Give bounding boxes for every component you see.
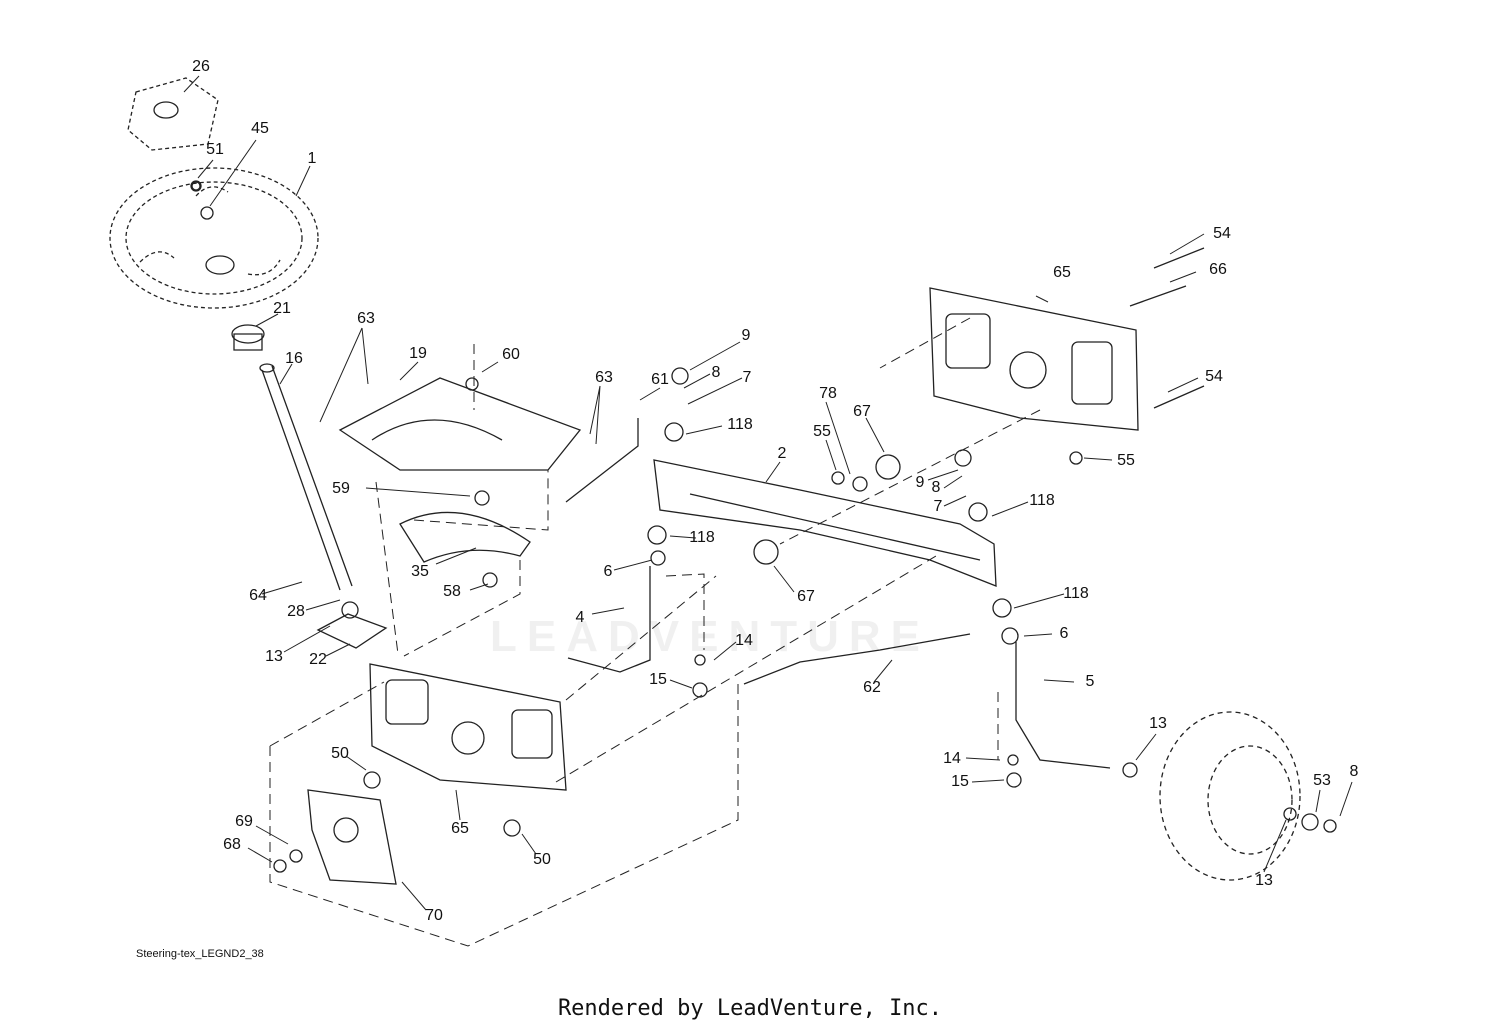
callout[interactable]: 5 [1085,673,1095,690]
callout[interactable]: 4 [575,609,585,626]
spindle-left [568,566,650,672]
cover-plate [308,790,396,884]
callout[interactable]: 28 [287,603,305,620]
callout[interactable]: 15 [951,773,969,790]
front-wheel [1160,712,1300,880]
callout[interactable]: 65 [1053,264,1071,281]
callout[interactable]: 78 [819,385,837,402]
wheel-cap [128,78,218,150]
callout[interactable]: 60 [502,346,520,363]
callout[interactable]: 66 [1209,261,1227,278]
leader-lines [184,76,1352,910]
callout[interactable]: 14 [735,632,753,649]
callout[interactable]: 13 [1255,872,1273,889]
callout[interactable]: 8 [1349,763,1359,780]
callout[interactable]: 8 [931,479,941,496]
callout[interactable]: 59 [332,480,350,497]
callout[interactable]: 21 [273,300,291,317]
callout[interactable]: 50 [331,745,349,762]
steering-column [232,325,352,590]
callout[interactable]: 68 [223,836,241,853]
callout[interactable]: 55 [813,423,831,440]
callout[interactable]: 65 [451,820,469,837]
callout[interactable]: 6 [1059,625,1069,642]
bushing-plate [318,614,386,648]
callout[interactable]: 7 [742,369,752,386]
callout[interactable]: 67 [797,588,815,605]
callout[interactable]: 8 [711,364,721,381]
callout[interactable]: 9 [915,474,925,491]
support-bracket [340,378,580,470]
steering-gear [400,512,530,562]
callout[interactable]: 64 [249,587,267,604]
callout[interactable]: 54 [1205,368,1223,385]
callout[interactable]: 50 [533,851,551,868]
hardware [192,182,1336,872]
callout[interactable]: 53 [1313,772,1331,789]
callout[interactable]: 61 [651,371,669,388]
callout[interactable]: 15 [649,671,667,688]
callout[interactable]: 6 [603,563,613,580]
callout[interactable]: 69 [235,813,253,830]
spindle-right [1016,642,1110,768]
callout[interactable]: 19 [409,345,427,362]
callout[interactable]: 118 [1029,492,1055,509]
callout[interactable]: 118 [1063,585,1089,602]
callout[interactable]: 63 [595,369,613,386]
callout[interactable]: 2 [777,445,787,462]
footer-credit: Rendered by LeadVenture, Inc. [557,996,943,1021]
diagram-caption: Steering-tex_LEGND2_38 [136,948,264,960]
front-axle [654,460,996,586]
tie-rod [566,418,638,502]
callout[interactable]: 51 [206,141,224,158]
callout[interactable]: 22 [309,651,327,668]
callout[interactable]: 70 [425,907,443,924]
callout[interactable]: 7 [933,498,943,515]
callout[interactable]: 9 [741,327,751,344]
steering-wheel [110,168,318,308]
callout[interactable]: 45 [251,120,269,137]
callout[interactable]: 13 [1149,715,1167,732]
callout[interactable]: 67 [853,403,871,420]
watermark: LEADVENTURE [490,612,931,661]
callout[interactable]: 14 [943,750,961,767]
guide-lines [270,318,1040,946]
callout[interactable]: 58 [443,583,461,600]
callout[interactable]: 26 [192,58,210,75]
callout[interactable]: 118 [727,416,753,433]
frame-plate-right [930,288,1138,430]
callout[interactable]: 63 [357,310,375,327]
callout[interactable]: 55 [1117,452,1135,469]
callout[interactable]: 118 [689,529,715,546]
callout[interactable]: 54 [1213,225,1231,242]
callout[interactable]: 16 [285,350,303,367]
callout[interactable]: 35 [411,563,429,580]
drag-link [744,634,970,684]
callout[interactable]: 13 [265,648,283,665]
frame-plate-left [370,664,566,790]
callout[interactable]: 1 [307,150,317,167]
bolts [1130,248,1204,408]
callout[interactable]: 62 [863,679,881,696]
